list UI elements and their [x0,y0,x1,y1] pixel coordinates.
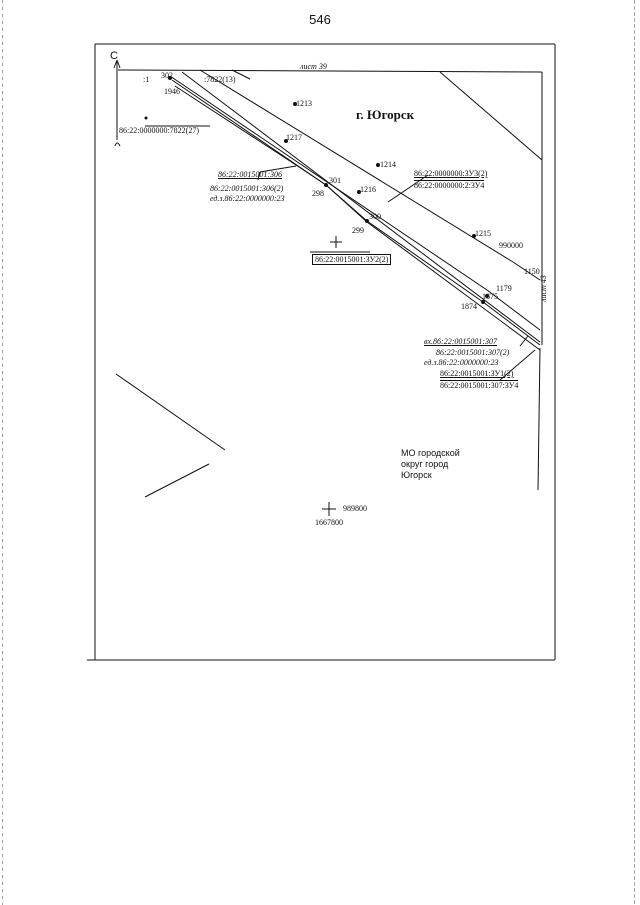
point-302 [168,76,172,80]
line-lower-left-a [115,373,226,451]
point-1875-label: 1875 [482,292,498,301]
point-302-label: 302 [161,71,173,80]
page-number: 546 [309,12,331,27]
point-1875 [485,294,489,298]
point-300 [365,219,369,223]
boundary-corridor-lower [174,85,541,351]
boundary-upper-right [439,71,543,161]
city-label: г. Югорск [356,107,415,122]
point-1213-label: 1213 [296,99,312,108]
sheet-43-boundary-lower [537,347,541,491]
parcel-ez-23-a-label: ед.з.86:22:0000000:23 [210,194,285,203]
point-1214 [376,163,380,167]
boundary-top-short [231,69,251,80]
boundary-1215-1150 [512,261,541,281]
line-lower-left-b [144,463,210,498]
parcel-zu3-label: 86:22:0000000:ЗУ3(2) [414,169,488,178]
point-1217 [284,139,288,143]
north-arrow-head-right [116,59,121,69]
boundary-corridor-upper [181,71,541,343]
point-1946-label: 1946 [164,87,180,96]
parcel-307-2-label: 86:22:0015001:307(2) [436,348,510,357]
point-1179-label: 1179 [496,284,512,293]
point-1216-label: 1216 [360,185,376,194]
north-label: С [110,50,118,62]
boundary-1213-1215 [199,69,514,263]
parcel-1-label: :1 [143,75,150,84]
point-1214-label: 1214 [380,160,396,169]
point-1215-label: 1215 [475,229,491,238]
boundary-1179-edge [486,289,541,331]
point-1874-label: 1874 [461,302,477,311]
parcel-306-2-label: 86:22:0015001:306(2) [210,184,284,193]
parcel-7822-27-label: 86:22:0000000:7822(27) [119,126,199,135]
grid-label-1667800: 1667800 [315,518,343,527]
parcel-7822-13-label: :7822(13) [204,75,236,84]
parcel-ez-23-b-label: ед.з.86:22:0000000:23 [424,358,499,367]
leader-zu3 [387,174,429,203]
point-1213 [293,102,297,106]
municipality-line-1: МО городской [401,448,460,458]
municipality-line-3: Югорск [401,470,432,480]
scan-edge-left [2,0,3,905]
grid-label-990000: 990000 [499,241,523,250]
point-301 [324,183,328,187]
grid-label-989800: 989800 [343,504,367,513]
leader-zu1 [499,349,536,381]
point-near-7822 [144,116,148,120]
sheet-43-label: лист 43 [539,275,548,302]
leader-306-tick [257,171,261,181]
point-298-label: 298 [312,189,324,198]
sheet-39-label: лист 39 [300,62,327,71]
leader-307 [519,335,529,347]
point-300-label: 300 [369,212,381,221]
parcel-zu1-label: 86:22:0015001:ЗУ1(2) [440,369,514,378]
point-1215 [472,234,476,238]
point-299-label: 299 [352,226,364,235]
leader-306 [259,165,297,173]
parcel-zu2-label: 86:22:0015001:ЗУ2(2) [312,254,392,265]
parcel-307-label: вх.86:22:0015001:307 [424,337,498,346]
parcel-307-zu4-label: 86:22:0015001:307:ЗУ4 [440,380,519,390]
north-arrow-tail [114,142,121,147]
point-301-label: 301 [329,176,341,185]
scan-edge-right [634,0,635,905]
point-1216 [357,190,361,194]
municipality-line-2: округ город [401,459,449,469]
point-1150-label: 1150 [524,267,540,276]
point-1874 [481,300,485,304]
north-arrow-head-left [113,59,118,69]
point-1217-label: 1217 [286,133,302,142]
parcel-2-zu4-label: 86:22:0000000:2:ЗУ4 [414,180,485,190]
parcel-306-label: 86:22:0015001:306 [218,170,282,179]
sheet-39-boundary [117,69,543,73]
